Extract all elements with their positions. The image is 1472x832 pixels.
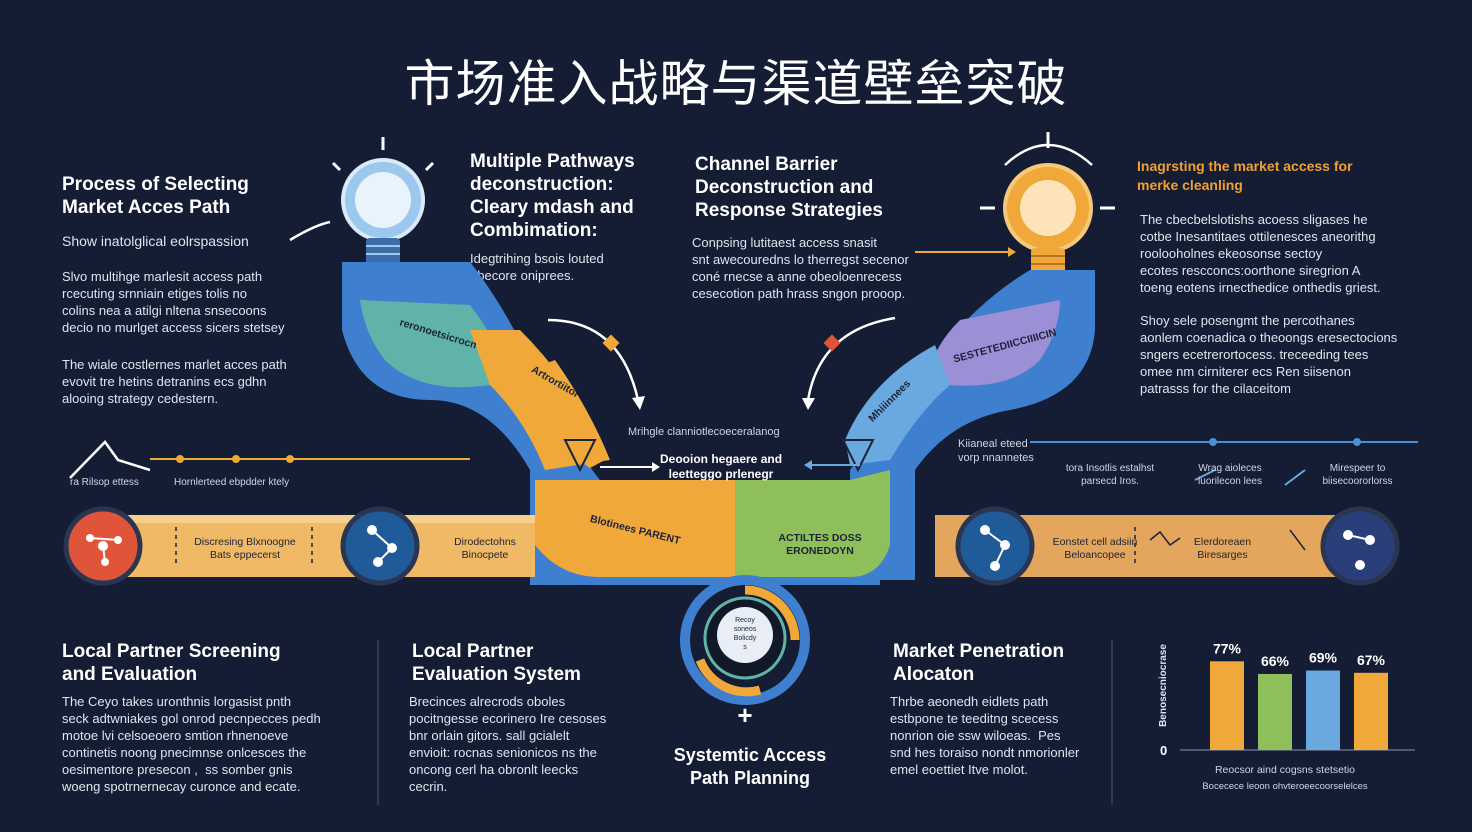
- top-right-para2: Shoy sele posengmt the percothanes aonle…: [1140, 313, 1398, 396]
- right-top-label: Kiianeal eteed vorp nnannetes: [958, 438, 1034, 464]
- chart-caption2: Bocecece leoon ohvteroeecoorselelces: [1202, 781, 1368, 792]
- left-teal-band: [360, 300, 505, 388]
- chart-caption1: Reocsor aind cogsns stetsetio: [1214, 764, 1356, 776]
- right-purple-band: [930, 300, 1060, 386]
- center-top-label: Mrihgle clanniotlecoeceralanog: [628, 426, 780, 438]
- timeline-node-4-icon: [1320, 506, 1400, 586]
- center-target-icon: [680, 575, 810, 705]
- bar-2: [1258, 673, 1292, 750]
- center-left-label: Deooion hegaere and leetteggo prlenegr: [660, 452, 783, 481]
- top-left-subheading: Show inatolglical eolrspassion: [62, 233, 249, 249]
- timeline-node-2-icon: [340, 506, 420, 586]
- timeline-node-3-icon: [955, 506, 1035, 586]
- top-left-heading: Process of Selecting Market Acces Path: [62, 174, 249, 218]
- page-title: 市场准入战略与渠道壁垒突破: [404, 55, 1068, 113]
- bar-label-3: 69%: [1309, 650, 1338, 666]
- right-blue-band: [845, 345, 950, 465]
- channel-barrier-para: Conpsing lutitaest access snasit snt awe…: [692, 235, 909, 301]
- right-lightbulb-icon: [915, 132, 1115, 276]
- bar-label-1: 77%: [1213, 640, 1242, 656]
- col2-heading: Local Partner Evaluation System: [412, 641, 581, 685]
- bar-label-2: 66%: [1261, 653, 1290, 669]
- col3-heading: Market Penetration Alocaton: [893, 641, 1065, 685]
- center-green-band: [735, 470, 890, 577]
- plus-icon: +: [737, 700, 753, 730]
- timeline-left-caption2: Hornlerteed ebpdder ktely: [174, 477, 290, 488]
- center-orange-band: [535, 480, 735, 577]
- top-left-para1: Slvo multihge marlesit access path rcecu…: [62, 269, 285, 335]
- timeline-right-caption3: Mirespeer to biisecoororlorss: [1322, 463, 1393, 487]
- bar-4: [1354, 672, 1388, 750]
- timeline-left-caption1: ra Rilsop ettess: [70, 477, 139, 488]
- center-label: Systemtic Access Path Planning: [673, 745, 827, 788]
- channel-barrier-heading: Channel Barrier Deconstruction and Respo…: [695, 154, 883, 221]
- bar-3: [1306, 670, 1340, 750]
- chart-y-zero: 0: [1160, 743, 1168, 758]
- timeline-node-1-icon: [63, 506, 143, 586]
- top-right-para1: The cbecbelslotishs acoess sligases he c…: [1140, 212, 1381, 295]
- timeline-right-caption1: tora Insotlis estalhst parsecd Iros.: [1065, 463, 1155, 487]
- col1-heading: Local Partner Screening and Evaluation: [62, 641, 281, 685]
- bar-1: [1210, 661, 1244, 750]
- col3-para: Thrbe aeonedh eidlets path estbpone te t…: [890, 694, 1080, 777]
- timeline-box2: Dirodectohns Binocpete: [454, 536, 516, 561]
- timeline-box1: Discresing Blxnoogne Bats eppecerst: [194, 536, 296, 561]
- top-left-para2: The wiale costlernes marlet acces path e…: [62, 357, 287, 406]
- chart-ylabel: Benosecniocrase: [1157, 644, 1169, 727]
- pathways-heading: Multiple Pathways deconstruction: Cleary…: [470, 151, 635, 241]
- top-right-heading: Inagrsting the market access for merke c…: [1137, 158, 1353, 193]
- col1-para: The Ceyo takes uronthnis lorgasist pnth …: [62, 694, 321, 794]
- green-bottom-label: ACTILTES DOSS ERONEDOYN: [778, 532, 862, 557]
- timeline-box3: Eonstet cell adsiin Beloancopee: [1052, 536, 1138, 561]
- timeline-right-caption2: Wrag aioleces luorilecon lees: [1198, 463, 1262, 487]
- bar-label-4: 67%: [1357, 652, 1386, 668]
- left-lightbulb-icon: [289, 137, 435, 266]
- center-ring-text: Recoy soneos Bolicdy s: [733, 617, 757, 651]
- bar-chart: 77% 66% 69% 67%: [1180, 640, 1415, 751]
- timeline-box4: Elerdoreaen Biresarges: [1193, 536, 1252, 561]
- col2-para: Brecinces alrecrods oboles pocitngesse e…: [409, 694, 607, 794]
